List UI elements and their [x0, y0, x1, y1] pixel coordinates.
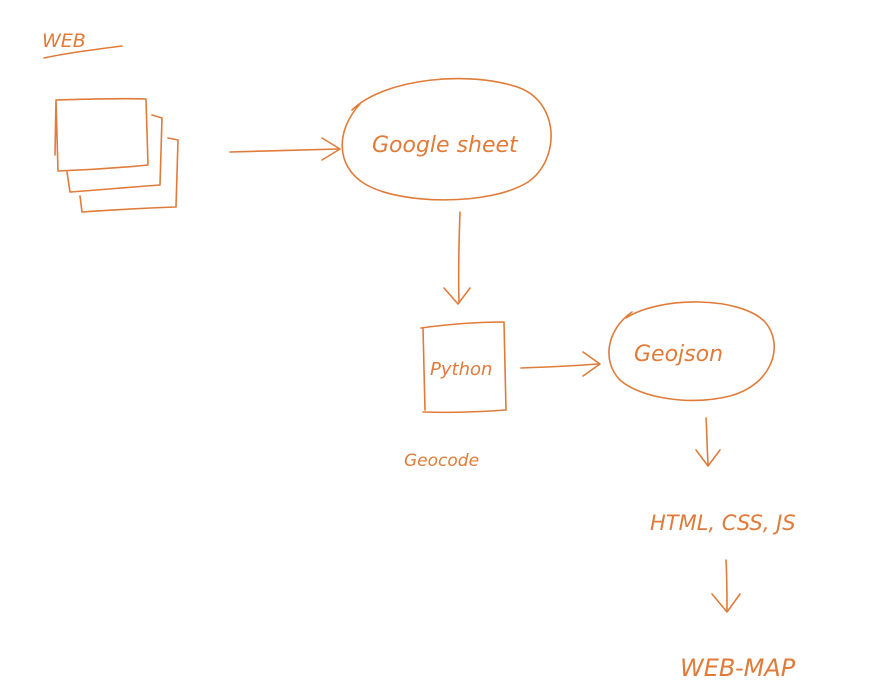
python-box-outline: [420, 321, 507, 414]
tech-stack-label: HTML, CSS, JS: [650, 511, 796, 535]
google-sheet-label: Google sheet: [372, 133, 519, 158]
arrow-web-to-sheet: [229, 137, 341, 161]
arrow-geojson-to-stack: [695, 417, 721, 467]
arrow-sheet-to-python: [443, 211, 471, 305]
geocode-caption: Geocode: [404, 451, 479, 471]
python-node: Python Geocode: [404, 321, 507, 471]
page-middle: [66, 114, 163, 193]
web-title: WEB: [42, 30, 123, 59]
page-front: [54, 97, 149, 172]
python-label: Python: [430, 359, 492, 380]
google-sheet-node: Google sheet: [341, 77, 552, 201]
web-pages-icon: [54, 97, 179, 213]
geojson-label: Geojson: [634, 342, 723, 367]
web-title-underline: [43, 45, 123, 59]
arrow-python-to-geojson: [520, 351, 601, 377]
geojson-outline: [608, 301, 775, 402]
geojson-node: Geojson: [608, 301, 775, 402]
web-map-label: WEB-MAP: [680, 654, 796, 682]
page-back: [79, 137, 179, 213]
web-title-text: WEB: [42, 30, 86, 52]
arrow-stack-to-webmap: [711, 559, 741, 613]
google-sheet-outline: [341, 77, 552, 201]
